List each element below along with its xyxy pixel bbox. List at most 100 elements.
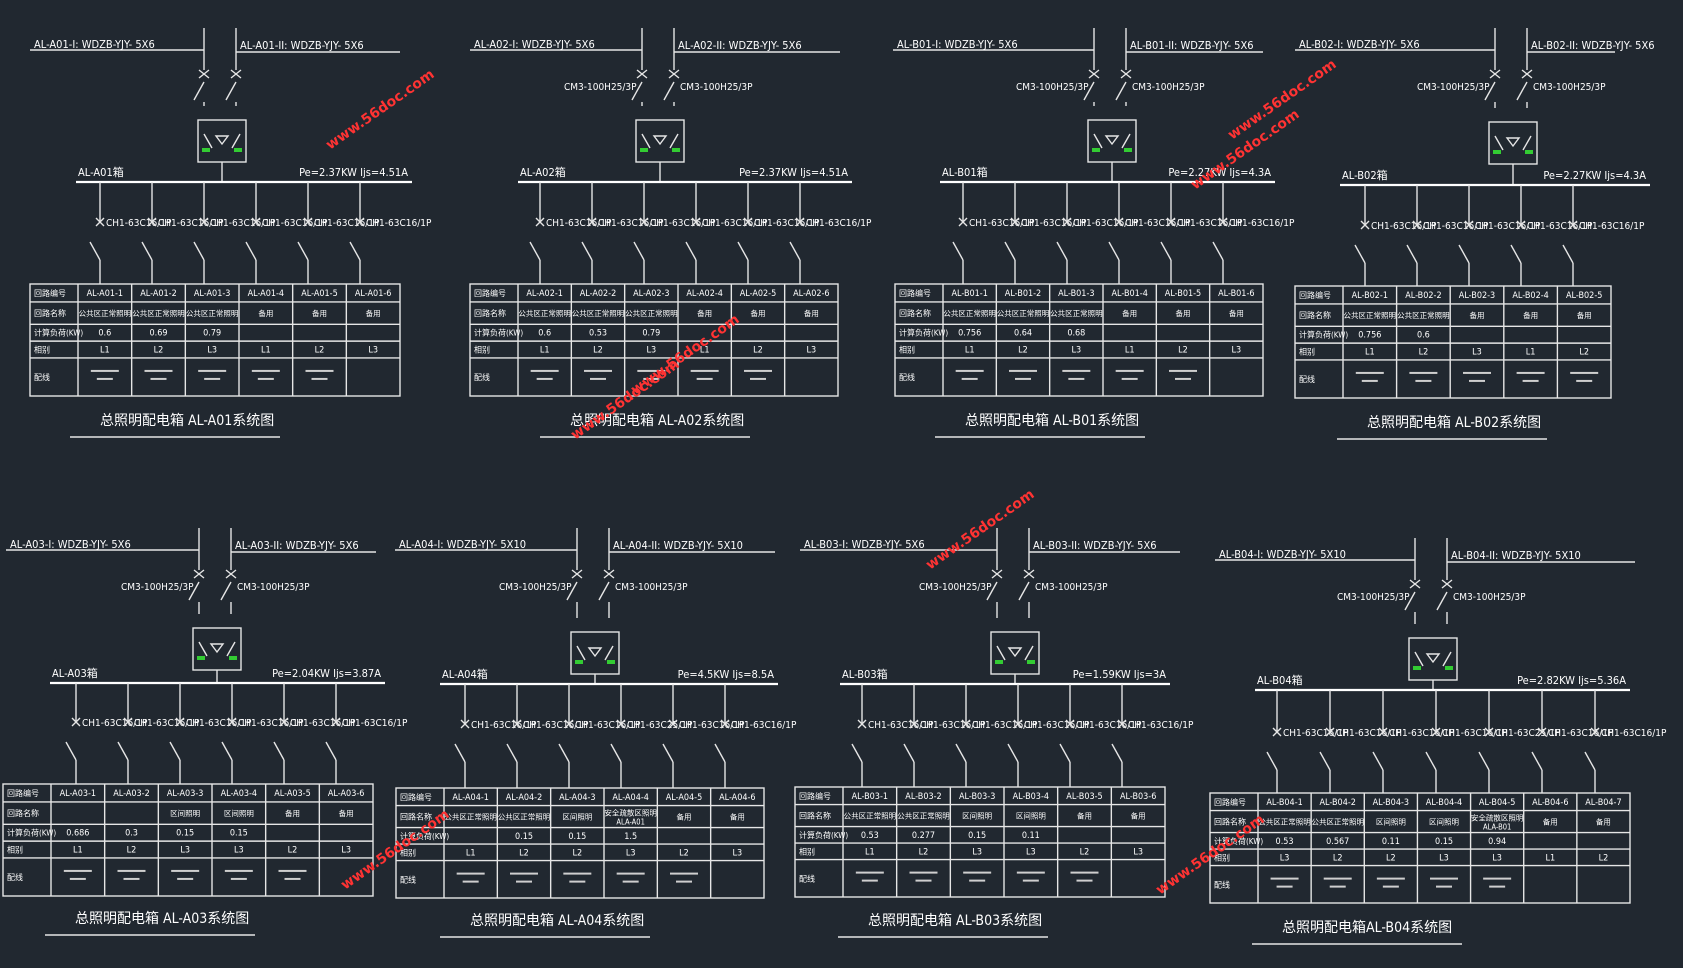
breaker-right-label: CM3-100H25/3P (615, 582, 688, 593)
ats-triangle-icon (652, 135, 668, 146)
wiring-spec-mark (198, 369, 227, 372)
breaker-contact (193, 81, 205, 101)
branch-breaker-label: CH1-63C16/1P (82, 718, 148, 729)
table-cell-phases: L1 (100, 346, 110, 356)
table-cell-loads: 0.6 (98, 329, 111, 339)
ats-green-indicator (1413, 666, 1421, 670)
table-cell-loads: 0.567 (1326, 837, 1349, 847)
ats-switch-box (192, 627, 242, 671)
wiring-spec-mark (224, 869, 253, 872)
table-cell-phases: L2 (593, 346, 603, 356)
circuit-table (469, 283, 839, 397)
table-cell-circuits: AL-B02-3 (1459, 291, 1495, 301)
ats-green-indicator (202, 148, 210, 152)
ats-triangle-icon (1104, 135, 1120, 146)
table-row-header: 回路编号 (474, 288, 506, 298)
ats-green-indicator (1027, 660, 1035, 664)
breaker-contact (1516, 81, 1528, 101)
feeder-left-label: AL-B04-I: WDZB-YJY- 5X10 (1219, 548, 1346, 561)
breaker-right-label: CM3-100H25/3P (1132, 82, 1205, 93)
wiring-spec-mark (1015, 377, 1031, 380)
table-cell-phases: L1 (965, 346, 975, 356)
branch-breaker-x-mark (1360, 220, 1370, 230)
branch-breaker-label: CH1-63C16/1P (471, 720, 537, 731)
table-cell-phases: L3 (732, 848, 742, 858)
table-cell-names: 备用 (1176, 308, 1191, 318)
branch-breaker-label: CH1-63C16/1P (969, 218, 1035, 229)
branch-breaker-x-mark (909, 719, 919, 729)
table-row-header: 回路名称 (34, 308, 66, 318)
branch-contact (1004, 241, 1016, 261)
load-label: Pe=2.37KW Ijs=4.51A (299, 166, 408, 179)
branch-contact (245, 241, 257, 261)
table-cell-names: 安全疏散区照明 (604, 808, 657, 818)
wiring-spec-mark (1121, 377, 1138, 380)
branch-breaker-x-mark (961, 719, 971, 729)
table-row-header: 回路编号 (799, 791, 831, 801)
branch-breaker-x-mark (1464, 220, 1474, 230)
circuit-table (794, 786, 1166, 898)
wiring-spec-mark (204, 377, 221, 380)
branch-breaker-label: CH1-63C16/1P (806, 218, 872, 229)
branch-breaker-x-mark (857, 719, 867, 729)
branch-breaker-x-mark (1114, 217, 1124, 227)
watermark-text: www.56doc.com (323, 66, 437, 153)
breaker-contact (188, 581, 200, 601)
branch-breaker-x-mark (1065, 719, 1075, 729)
wiring-spec-mark (230, 877, 247, 880)
table-cell-names: 公共区正常照明 (844, 812, 897, 821)
ats-green-indicator (197, 656, 205, 660)
table-row-header: 计算负荷(KW) (1299, 330, 1348, 340)
table-cell-names: 区间照明 (962, 812, 992, 821)
table-cell-names: 公共区正常照明 (1344, 311, 1397, 320)
wiring-spec-mark (1323, 877, 1352, 880)
branch-contact (349, 241, 361, 261)
breaker-left-label: CM3-100H25/3P (919, 582, 992, 593)
table-cell-names: 备用 (1229, 308, 1244, 318)
table-cell-circuits: AL-B01-2 (1005, 289, 1041, 299)
ats-triangle-icon (1007, 647, 1023, 658)
branch-breaker-x-mark (512, 719, 522, 729)
wiring-spec-mark (1576, 379, 1593, 382)
branch-breaker-x-mark (1117, 719, 1127, 729)
wiring-spec-mark (690, 369, 719, 372)
branch-breaker-label: CH1-63C16/1P (1548, 728, 1614, 739)
branch-breaker-label: CH1-63C16/1P (754, 218, 820, 229)
feeder-left-label: AL-B03-I: WDZB-YJY- 5X6 (804, 538, 925, 551)
branch-breaker-x-mark (1590, 727, 1600, 737)
branch-contact (325, 741, 337, 761)
breaker-right-label: CM3-100H25/3P (1035, 582, 1108, 593)
branch-breaker-x-mark (535, 217, 545, 227)
table-cell-names: 区间照明 (1016, 812, 1046, 821)
table-cell-circuits: AL-B04-4 (1426, 798, 1462, 808)
table-cell-loads: 0.756 (958, 329, 981, 339)
branch-breaker-label: CH1-63C16/1P (210, 218, 276, 229)
wiring-spec-mark (1430, 877, 1458, 880)
table-cell-circuits: AL-A02-2 (580, 289, 617, 299)
table-cell-circuits: AL-B03-6 (1120, 792, 1156, 802)
branch-contact (955, 743, 967, 763)
branch-breaker-x-mark (1537, 727, 1547, 737)
breaker-x-mark (193, 569, 205, 579)
table-cell-circuits: AL-A02-5 (740, 289, 777, 299)
branch-breaker-label: CH1-63C16/1P (1336, 728, 1402, 739)
breaker-x-mark (1489, 69, 1501, 79)
table-row-header: 回路编号 (1299, 290, 1331, 300)
branch-breaker-x-mark (587, 217, 597, 227)
ats-contacts (1494, 135, 1532, 151)
branch-breaker-x-mark (460, 719, 470, 729)
wiring-spec-mark (1169, 369, 1197, 372)
panel-title: 总照明配电箱 AL-B03系统图 (868, 913, 1042, 929)
table-cell-loads: 0.6 (1417, 331, 1430, 341)
wiring-spec-mark (1436, 885, 1452, 888)
table-cell-names: 备用 (1122, 308, 1137, 318)
breaker-contact (1083, 81, 1095, 101)
table-row-header: 回路编号 (7, 788, 39, 798)
bus-label: AL-B02箱 (1342, 168, 1388, 182)
table-cell-loads: 0.79 (642, 329, 660, 339)
bus-label: AL-B04箱 (1257, 673, 1303, 687)
breaker-contact (1484, 81, 1496, 101)
table-row-header: 配线 (400, 874, 416, 884)
